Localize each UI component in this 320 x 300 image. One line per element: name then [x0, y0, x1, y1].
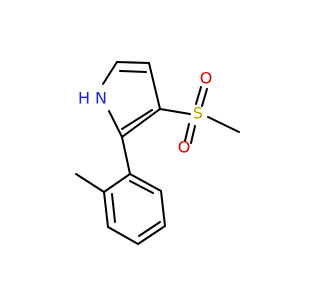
bond-c2-aryl: [121, 136, 131, 175]
bond-c5-c4: [116, 61, 150, 64]
bond-c3-s: [159, 108, 191, 115]
bond-s-o-top: [195, 86, 202, 105]
bond-aryl-c2-c3: [103, 191, 109, 228]
bond-s-o-bottom: [184, 123, 190, 142]
bond-s-methyl: [207, 116, 240, 133]
bond-aryl-c4-c5: [137, 225, 166, 245]
bond-aryl-c5-c6: [160, 190, 166, 227]
bond-c4-c3: [148, 62, 161, 110]
bond-n1-c5: [102, 61, 118, 85]
oxygen-top-label: O: [200, 69, 213, 88]
bond-aryl-methyl: [75, 173, 105, 193]
structure-diagram: H N S O O: [75, 61, 240, 245]
bond-c3-c2-inner: [121, 109, 153, 130]
bond-aryl-c3-c4: [107, 226, 139, 245]
bond-aryl-c4-c5-inner: [138, 221, 161, 237]
bond-aryl-c6-c1: [129, 173, 162, 192]
nitrogen-h-label: H: [78, 89, 90, 108]
sulfur-label: S: [193, 104, 203, 123]
bond-s-o-bottom-double: [190, 125, 196, 144]
bond-aryl-c1-c2: [103, 173, 131, 193]
bond-s-o-top-double: [201, 88, 208, 107]
bond-aryl-c2-c3-inner: [111, 193, 116, 223]
nitrogen-label: N: [95, 89, 107, 108]
molecule-canvas: H N S O O: [75, 61, 240, 245]
bond-c2-n1: [108, 110, 123, 138]
oxygen-bottom-label: O: [178, 138, 191, 157]
bond-aryl-c6-c1-inner: [129, 180, 154, 194]
bond-c3-c2: [121, 108, 161, 138]
bond-c5-c4-inner: [119, 70, 147, 73]
